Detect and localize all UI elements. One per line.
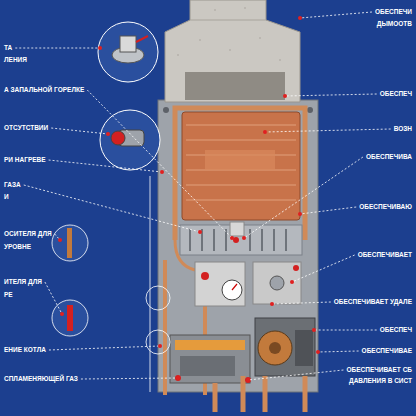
leader-line — [272, 302, 331, 304]
leader-dot — [60, 312, 64, 316]
callout-label: ОБЕСПЕЧ — [380, 90, 412, 98]
callout-label: ДАВЛЕНИЯ В СИСТ — [349, 377, 412, 385]
leader-line — [49, 160, 162, 172]
callout-label: РИ НАГРЕВЕ — [4, 156, 46, 164]
leader-dot — [158, 344, 162, 348]
leader-dot — [312, 328, 316, 332]
leader-line — [300, 12, 372, 18]
leader-dot — [298, 212, 302, 216]
leader-dot — [263, 130, 267, 134]
leader-line — [300, 207, 356, 214]
callout-label: ЕНИЕ КОТЛА — [4, 346, 46, 354]
callout-label: И — [4, 193, 9, 201]
leader-dot — [298, 16, 302, 20]
leader-line — [265, 129, 391, 132]
leader-line — [314, 330, 377, 331]
leader-line — [248, 370, 343, 380]
leader-dot — [283, 94, 287, 98]
leader-dot — [230, 236, 234, 240]
leader-dot — [270, 302, 274, 306]
callout-label: СПЛАМЕНЯЮЩЕЙ ГАЗ — [4, 375, 78, 383]
leader-line — [87, 90, 232, 238]
leader-line — [318, 351, 359, 352]
callout-label: ОБЕСПЕЧИ — [375, 8, 412, 16]
callout-label: ВОЗН — [394, 125, 412, 133]
callout-label: ОБЕСПЕЧИВАЮ — [359, 203, 412, 211]
leader-dot — [98, 46, 102, 50]
leader-line — [49, 346, 160, 350]
callout-label: ЛЕНИЯ — [4, 56, 27, 64]
leader-dot — [290, 280, 294, 284]
callout-label: А ЗАПАЛЬНОЙ ГОРЕЛКЕ — [4, 86, 84, 94]
leader-dot — [198, 230, 202, 234]
leader-line — [285, 94, 377, 96]
leader-line — [244, 157, 363, 238]
leader-dot — [176, 376, 180, 380]
callout-label: ИТЕЛЯ ДЛЯ — [4, 278, 42, 286]
callout-label: ОТСУТСТВИИ — [4, 124, 48, 132]
callout-label: ОБЕСПЕЧИВАЕТ УДАЛЕ — [334, 298, 412, 306]
callout-label: ОБЕСПЕЧИВА — [366, 153, 412, 161]
leader-dot — [246, 378, 250, 382]
leader-line — [292, 255, 355, 282]
leader-dot — [242, 236, 246, 240]
leader-line — [45, 282, 62, 314]
callout-label: ОБЕСПЕЧИВАЕТ СБ — [346, 366, 412, 374]
leader-dot — [106, 132, 110, 136]
leader-line — [24, 185, 200, 232]
callout-label: ОБЕСПЕЧ — [380, 326, 412, 334]
leader-line — [81, 378, 178, 379]
leader-dot — [160, 170, 164, 174]
callout-label: ОБЕСПЕЧИВАЕ — [362, 347, 412, 355]
callout-label: ДЫМООТВ — [377, 20, 412, 28]
callout-label: ГАЗА — [4, 181, 21, 189]
leader-line — [51, 128, 108, 134]
leader-dot — [58, 238, 62, 242]
leader-line — [15, 48, 100, 49]
callout-label: ОБЕСПЕЧИВАЕТ — [358, 251, 412, 259]
callout-label: ОСИТЕЛЯ ДЛЯ — [4, 230, 52, 238]
callout-label: УРОВНЕ — [4, 243, 31, 251]
callout-label: РЕ — [4, 291, 13, 299]
callout-label: ТА — [4, 44, 12, 52]
leader-dot — [316, 350, 320, 354]
